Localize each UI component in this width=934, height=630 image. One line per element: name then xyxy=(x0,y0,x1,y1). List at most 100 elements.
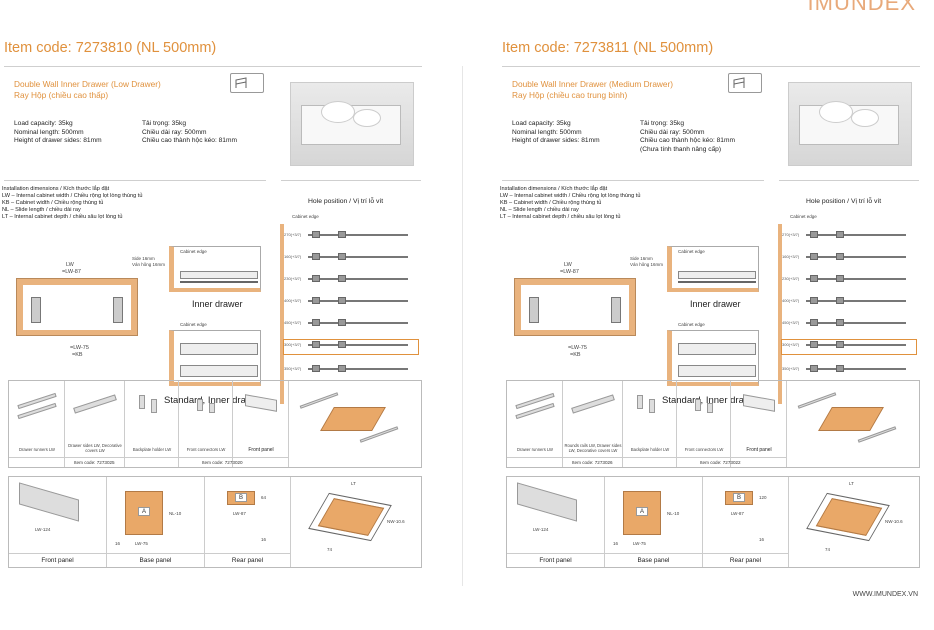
install-line: NL – Slide length / chiều dài ray xyxy=(500,207,579,213)
item-code-heading: Item code: 7273810 (NL 500mm) xyxy=(4,40,217,56)
panel-caption: Base panel xyxy=(139,557,172,564)
hole-position-chart: Cabinet edge 270(+3/7) 160(+3/7) 230(+3/… xyxy=(280,214,419,404)
hole-height: 450(+3/7) xyxy=(284,320,302,325)
cabinet-edge-label: Cabinet edge xyxy=(678,322,705,327)
cabinet-edge-label: Cabinet edge xyxy=(180,322,207,327)
item-code-heading: Item code: 7273811 (NL 500mm) xyxy=(502,40,714,56)
rear-height: 120 xyxy=(759,495,767,500)
divider xyxy=(502,66,920,67)
part-cell: Drawer runners LW xyxy=(9,381,65,467)
hole-height: 300(+3/7) xyxy=(782,342,800,347)
install-line: LT – Internal cabinet depth / chiều sâu … xyxy=(500,214,621,220)
part-caption: Front panel xyxy=(248,447,274,453)
assembly-iso: LT NW-10.6 74 xyxy=(293,477,421,567)
bowl-image xyxy=(353,109,381,127)
bowl-image xyxy=(321,101,355,123)
page-spine xyxy=(462,66,463,586)
spec-length: Nominal length: 500mm xyxy=(512,128,582,136)
drawer-image xyxy=(799,105,899,145)
product-title-vn: Ray Hộp (chiều cao thấp) xyxy=(14,90,109,100)
hole-height: 230(+3/7) xyxy=(284,276,302,281)
installation-legend: Installation dimensions / Kích thước lắp… xyxy=(500,186,640,221)
front-section-diagram xyxy=(16,278,138,336)
panels-grid: LW-124 Front panel A LW-75 16 NL-10 Base… xyxy=(506,476,920,568)
cabinet-edge-label: Cabinet edge xyxy=(678,249,705,254)
install-line: Installation dimensions / Kích thước lắp… xyxy=(2,186,110,192)
part-cell: Front panel xyxy=(731,381,787,467)
lw-label: LW xyxy=(66,262,74,268)
panel-caption: Rear panel xyxy=(729,557,762,564)
part-caption: Drawer runners LW xyxy=(19,447,55,452)
lw87-label: =LW-87 xyxy=(62,269,81,275)
front-panel-cell: LW-124 Front panel xyxy=(507,477,605,567)
product-title: Double Wall Inner Drawer (Medium Drawer)… xyxy=(512,79,673,101)
hole-height: 230(+3/7) xyxy=(782,276,800,281)
front-dim: LW-124 xyxy=(35,527,51,532)
product-title-en: Double Wall Inner Drawer (Low Drawer) xyxy=(14,79,161,89)
side-note: Side 16mm xyxy=(132,256,155,261)
installation-legend: Installation dimensions / Kích thước lắp… xyxy=(2,186,142,221)
product-photo xyxy=(788,82,912,166)
assembly-exploded xyxy=(787,381,919,467)
rear-panel-cell: B LW-87 120 16 Rear panel xyxy=(703,477,789,567)
drawer-icon xyxy=(728,73,762,93)
side-view-bottom xyxy=(169,330,261,386)
base-panel-cell: A LW-75 16 NL-10 Base panel xyxy=(605,477,703,567)
panel-b-label: B xyxy=(235,493,247,502)
rear-height: 64 xyxy=(261,495,267,500)
standard-inner-label: Standard, Inner drawer xyxy=(164,395,262,406)
hole-height: 160(+3/7) xyxy=(782,254,800,259)
side-note: Side 16mm xyxy=(630,256,653,261)
rear-16: 16 xyxy=(759,537,765,542)
spec-load: Load capacity: 35kg xyxy=(14,120,73,127)
hole-height: 350(+3/7) xyxy=(284,366,302,371)
side-note-vn: Ván hông 16mm xyxy=(630,262,664,267)
part-cell: Drawer sides LW, Decorative covers LW xyxy=(65,381,125,467)
spec-height-vn: Chiều cao thành hộc kéo: 81mm xyxy=(640,137,735,144)
rear-panel-cell: B LW-87 64 16 Rear panel xyxy=(205,477,291,567)
assembly-exploded xyxy=(289,381,421,467)
hole-position-chart: Cabinet edge 270(+3/7) 160(+3/7) 230(+3/… xyxy=(778,214,917,404)
product-title-vn: Ray Hộp (chiều cao trung bình) xyxy=(512,90,628,100)
catalog-page-left: Item code: 7273810 (NL 500mm) Double Wal… xyxy=(2,38,424,583)
spec-length-vn: Chiều dài ray: 500mm xyxy=(142,128,207,136)
lw87-label: =LW-87 xyxy=(560,269,579,275)
side-note-vn: Ván hông 16mm xyxy=(132,262,166,267)
specs-en: Load capacity: 35kg Nominal length: 500m… xyxy=(512,120,600,146)
divider xyxy=(281,180,421,181)
hole-height: 350(+3/7) xyxy=(782,366,800,371)
base-dim: LW-75 xyxy=(633,541,646,546)
install-line: Installation dimensions / Kích thước lắp… xyxy=(500,186,608,192)
panel-a-label: A xyxy=(138,507,150,516)
part-caption: Rounds rails LW, Drawer sides LW, Decora… xyxy=(564,443,622,453)
hole-height: 160(+3/7) xyxy=(284,254,302,259)
hole-height: 270(+3/7) xyxy=(284,232,302,237)
divider xyxy=(502,180,764,181)
install-line: KB – Cabinet width / Chiều rộng thùng tủ xyxy=(500,200,602,206)
side-view-bottom xyxy=(667,330,759,386)
panel-caption: Front panel xyxy=(41,557,74,564)
install-line: NL – Slide length / chiều dài ray xyxy=(2,207,81,213)
part-caption: Backplate holder LW xyxy=(132,447,172,452)
brand-logo: IMUNDEX xyxy=(807,0,916,15)
panel-caption: Front panel xyxy=(539,557,572,564)
hole-height: 300(+3/7) xyxy=(284,342,302,347)
kb-label: =KB xyxy=(72,352,83,358)
base-16: 16 xyxy=(115,541,121,546)
panel-a-label: A xyxy=(636,507,648,516)
parts-grid: Drawer runners LW Drawer sides LW, Decor… xyxy=(8,380,422,468)
rear-dim: LW-87 xyxy=(233,511,246,516)
base-dim: LW-75 xyxy=(135,541,148,546)
install-line: LT – Internal cabinet depth / chiều sâu … xyxy=(2,214,123,220)
parts-grid: Drawer runners LW Rounds rails LW, Drawe… xyxy=(506,380,920,468)
item-code-small: Item code: 7273026 xyxy=(572,460,613,465)
item-code-small: Item code: 7273020 xyxy=(202,460,243,465)
lw75-label: =LW-75 xyxy=(568,345,587,351)
inner-drawer-label: Inner drawer xyxy=(192,299,243,309)
divider xyxy=(4,180,266,181)
front-section-diagram xyxy=(514,278,636,336)
rear-16: 16 xyxy=(261,537,267,542)
footer-url[interactable]: WWW.IMUNDEX.VN xyxy=(852,591,918,598)
panel-caption: Rear panel xyxy=(231,557,264,564)
standard-inner-label: Standard, Inner drawer xyxy=(662,395,760,406)
